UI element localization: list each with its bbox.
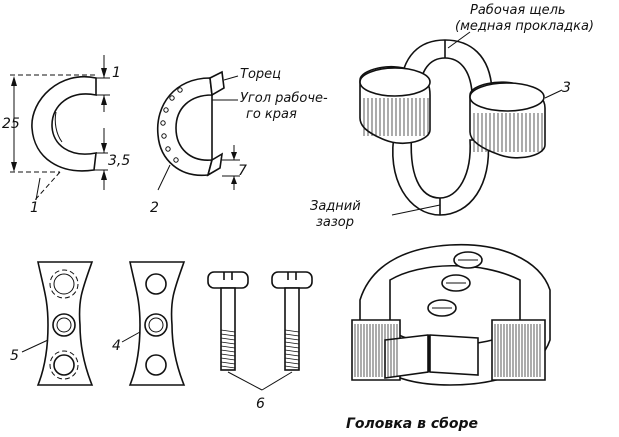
working-gap-label-line2: (медная прокладка) [455,19,594,34]
thread-line [220,357,236,361]
thread-line [284,341,300,345]
thread-line [220,365,236,369]
dim-right-thickness-label: 7 [238,163,247,179]
part-4-plate [121,261,186,386]
thread-line [220,349,236,353]
thread-line [284,333,300,337]
part-3-coil-windings [363,98,543,152]
dim-height-label: 25 [2,116,20,132]
part-1-number: 1 [30,200,39,216]
dim-bottom-thickness-label: 3,5 [108,153,130,169]
thread-line [284,357,300,361]
part-3-ring-head [359,31,563,216]
part-2-number: 2 [150,200,159,216]
thread-line [284,361,300,365]
part-3-number: 3 [562,80,571,96]
thread-line [220,345,236,349]
part-6-screw-threads [220,329,300,369]
dim-top-thickness-label: 1 [112,65,121,81]
assembled-head-caption: Головка в сборе [346,416,478,432]
thread-line [284,353,300,357]
thread-line [284,345,300,349]
working-edge-label-line2: го края [246,107,297,122]
assembled-head [351,243,551,386]
rear-gap-label-line1: Задний [310,199,361,214]
thread-line [284,329,300,333]
thread-line [220,329,236,333]
part-2-core-half [156,70,240,191]
thread-line [284,365,300,369]
rear-gap-label-line2: зазор [316,215,354,230]
working-edge-label-line1: Угол рабоче- [240,91,328,106]
part-4-number: 4 [112,338,121,354]
working-gap-label-line1: Рабочая щель [470,3,566,18]
thread-line [284,337,300,341]
part-6-number: 6 [256,396,265,412]
thread-line [284,349,300,353]
thread-line [220,361,236,365]
part-1-c-core [10,55,110,201]
thread-line [220,333,236,337]
assembled-head-windings [354,324,541,377]
thread-line [220,337,236,341]
part-5-number: 5 [10,348,19,364]
thread-line [220,341,236,345]
thread-line [220,353,236,357]
part-6-screws [207,271,313,391]
end-face-label: Торец [240,67,281,82]
part-5-plate [21,261,94,386]
